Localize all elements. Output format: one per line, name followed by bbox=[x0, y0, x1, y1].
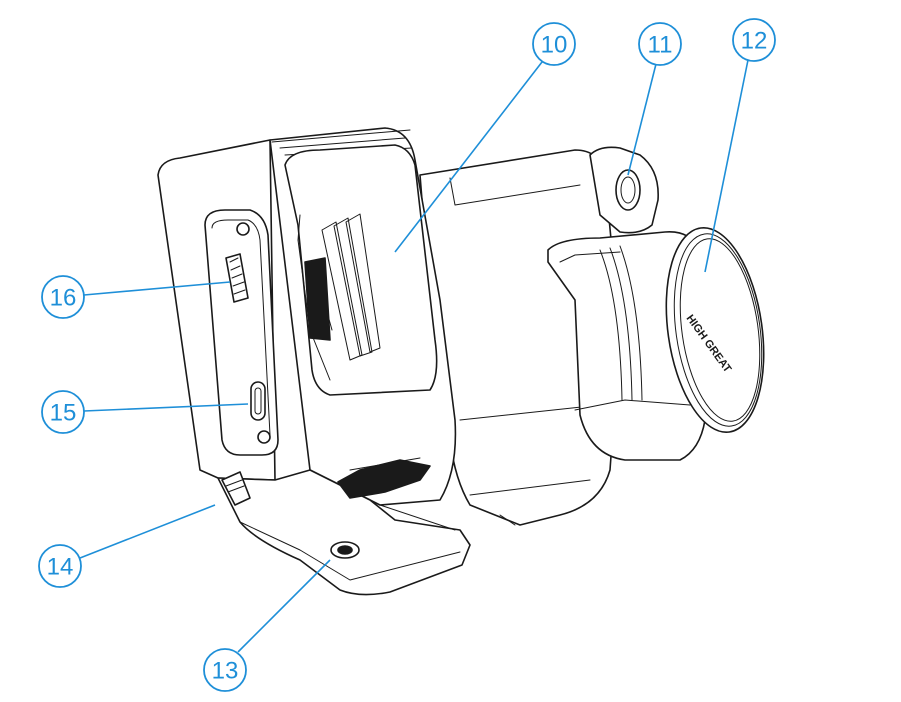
top-sensor bbox=[589, 146, 659, 234]
callout-13: 13 bbox=[203, 559, 331, 692]
leader-line-13 bbox=[237, 559, 331, 653]
callout-14: 14 bbox=[38, 504, 216, 588]
callout-circle-15 bbox=[41, 390, 85, 434]
callout-circle-12 bbox=[732, 18, 776, 62]
leader-line-14 bbox=[79, 504, 216, 559]
tripod-socket bbox=[330, 541, 360, 559]
leader-line-10 bbox=[394, 61, 543, 253]
callout-circle-10 bbox=[532, 22, 576, 66]
callout-circle-11 bbox=[638, 22, 682, 66]
callout-label-16: 16 bbox=[50, 285, 77, 312]
callout-10: 10 bbox=[394, 22, 576, 253]
leader-line-11 bbox=[627, 63, 657, 176]
leader-line-15 bbox=[83, 403, 249, 412]
side-vents bbox=[304, 213, 381, 361]
callout-11: 11 bbox=[627, 22, 682, 176]
usb-c-port bbox=[250, 381, 266, 421]
sd-card-slot bbox=[225, 253, 249, 303]
side-connector bbox=[221, 471, 251, 506]
callout-circle-16 bbox=[41, 275, 85, 319]
callout-16: 16 bbox=[41, 275, 231, 319]
lens-cap: HIGH GREAT bbox=[665, 226, 765, 434]
callout-15: 15 bbox=[41, 390, 249, 434]
lens-housing bbox=[547, 231, 706, 461]
leader-line-16 bbox=[83, 281, 231, 296]
side-door bbox=[284, 144, 438, 396]
bottom-vent bbox=[337, 457, 431, 499]
callout-circle-14 bbox=[38, 544, 82, 588]
callout-12: 12 bbox=[704, 18, 776, 273]
callout-circle-13 bbox=[203, 648, 247, 692]
callout-label-12: 12 bbox=[741, 28, 768, 55]
callout-label-13: 13 bbox=[212, 658, 239, 685]
port-panel bbox=[204, 209, 279, 456]
callout-label-15: 15 bbox=[50, 400, 77, 427]
callout-label-11: 11 bbox=[648, 32, 673, 59]
callout-label-10: 10 bbox=[541, 32, 568, 59]
leader-line-12 bbox=[704, 59, 749, 273]
callout-label-14: 14 bbox=[47, 554, 74, 581]
